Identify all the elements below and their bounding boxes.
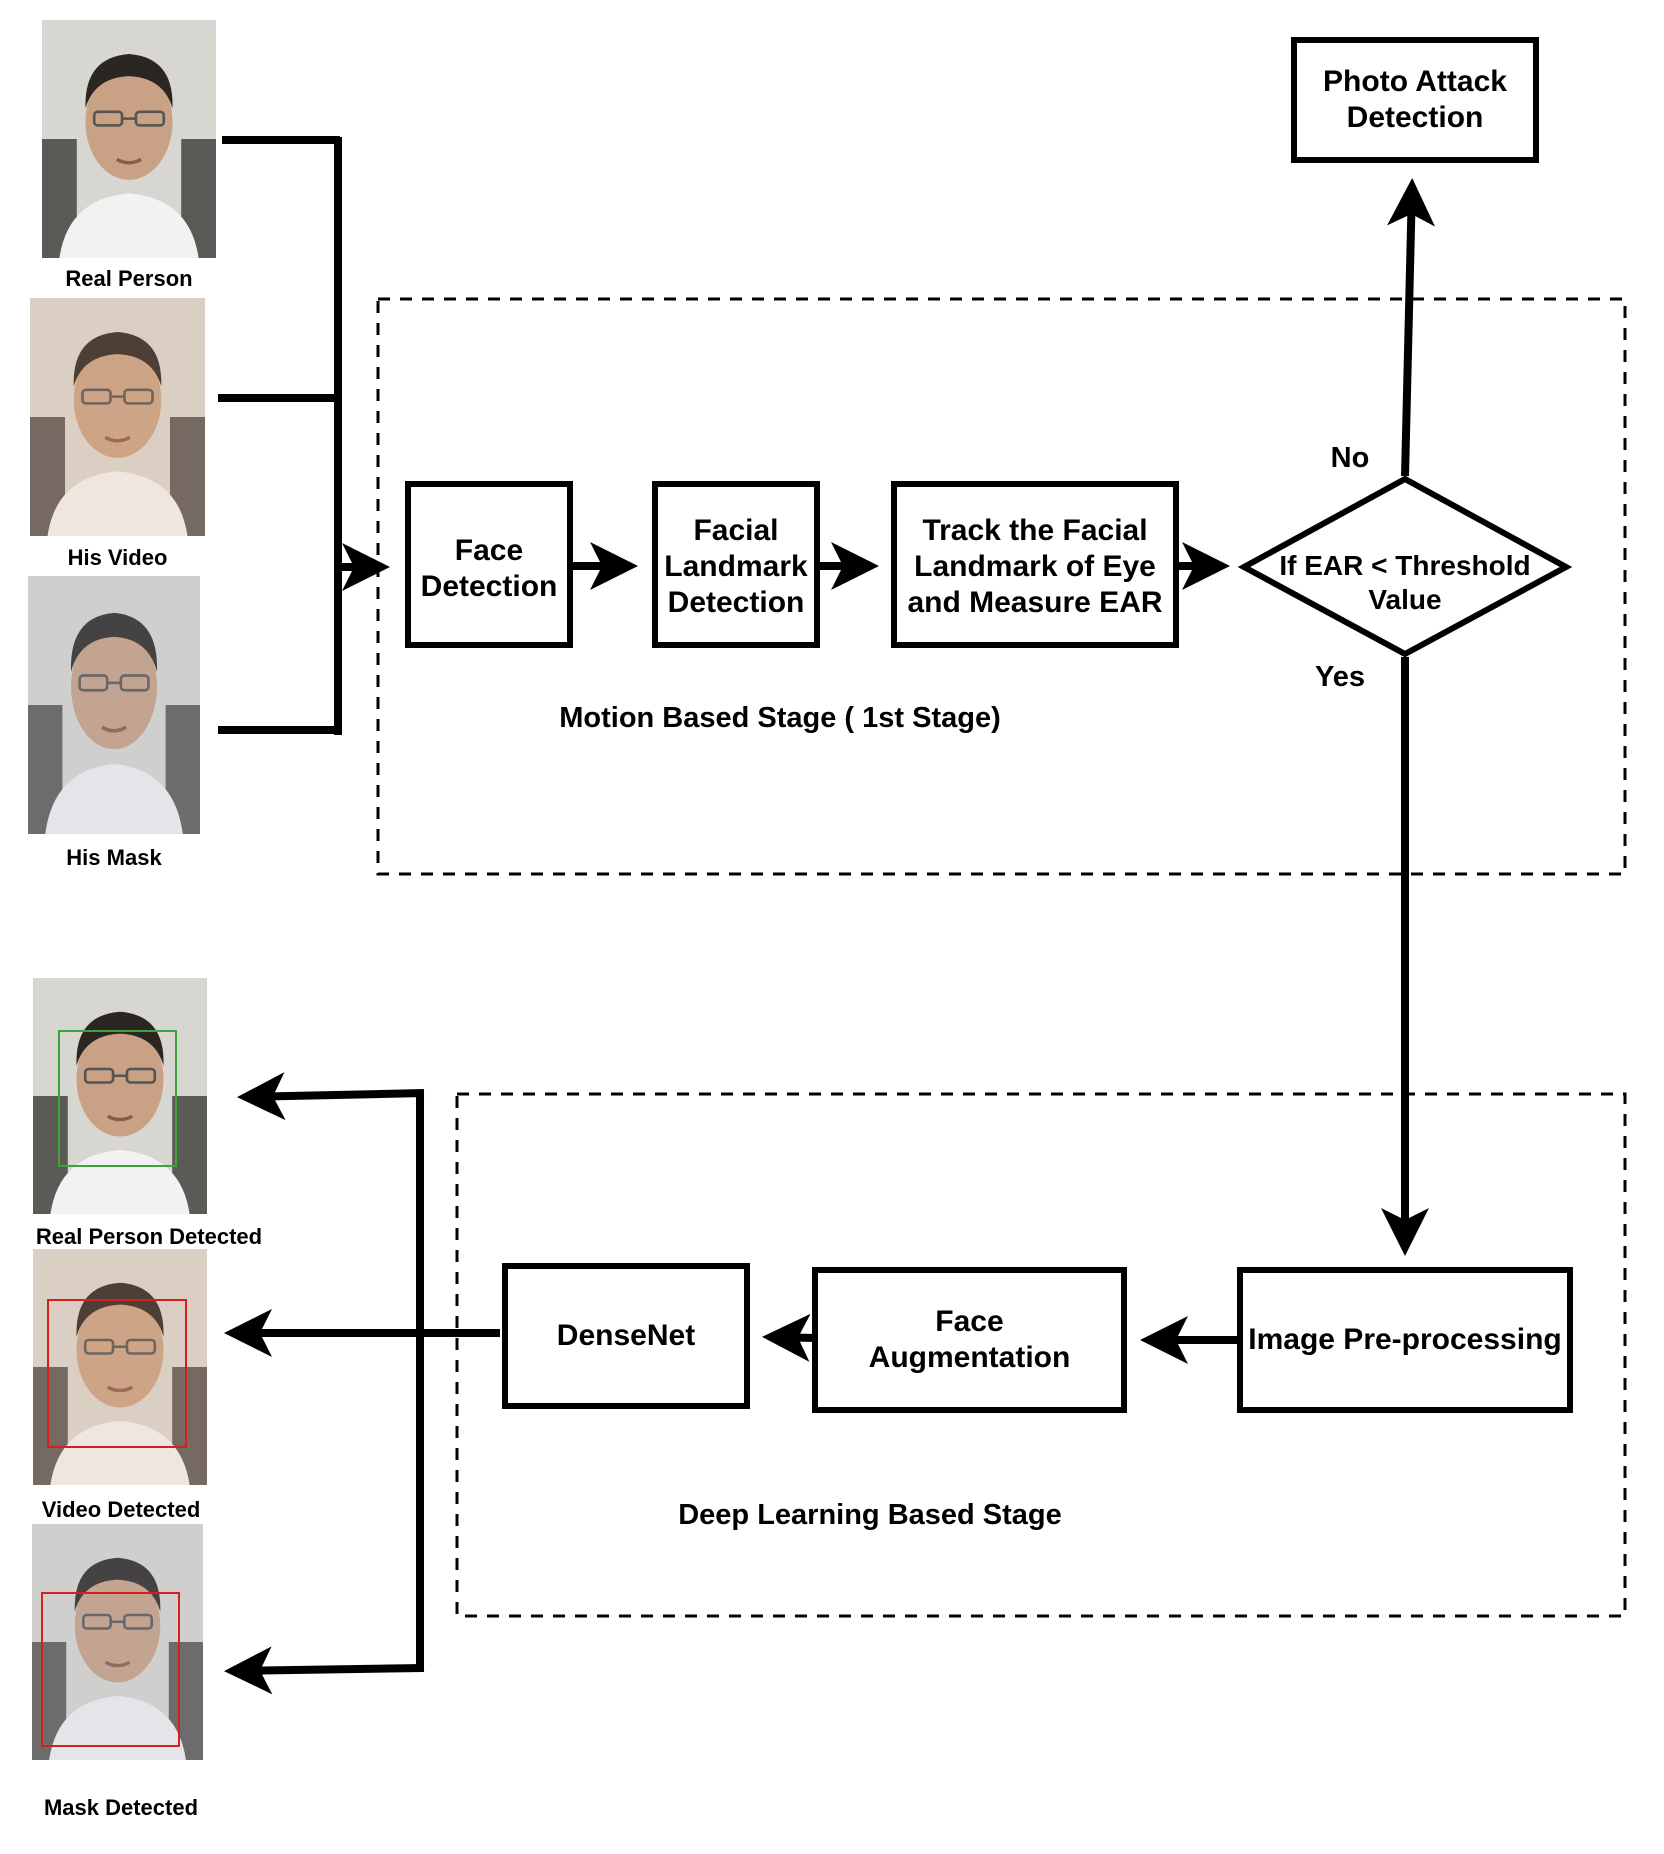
- augmentation-line-2: Augmentation: [868, 1341, 1071, 1374]
- input-photo-real-person: [42, 20, 216, 258]
- facial-landmark-line-2: Landmark: [664, 550, 808, 583]
- output-photo-video: [33, 1249, 207, 1485]
- ear-threshold-decision: [1237, 475, 1573, 658]
- arrow-no-to-photo-attack: [1387, 178, 1436, 477]
- facial-landmark-label: Facial Landmark Detection: [655, 513, 817, 621]
- input-bracket: [218, 136, 342, 735]
- preprocessing-label: Image Pre-processing: [1248, 1323, 1562, 1356]
- photo-attack-line-2: Detection: [1346, 101, 1484, 134]
- face-detection-label: Face Detection: [408, 533, 570, 605]
- densenet-label: DenseNet: [556, 1319, 696, 1352]
- decision-line-1: If EAR < Threshold: [1279, 550, 1531, 581]
- face-detection-line-2: Detection: [420, 570, 558, 603]
- caption-video-detected: Video Detected: [41, 1497, 201, 1522]
- stage2-title: Deep Learning Based Stage: [678, 1499, 1062, 1531]
- densenet-box: [502, 1263, 750, 1409]
- input-photo-his-video: [30, 298, 205, 536]
- output-photo-mask: [32, 1524, 203, 1760]
- photo-attack-line-1: Photo Attack: [1323, 65, 1507, 98]
- caption-his-mask: His Mask: [66, 845, 162, 870]
- output-routing: [224, 1072, 500, 1695]
- facial-landmark-line-1: Facial: [693, 514, 779, 547]
- stage1-container: [376, 297, 1627, 876]
- track-ear-box: [891, 481, 1179, 648]
- facial-landmark-line-3: Detection: [667, 586, 805, 619]
- photo-attack-box: [1291, 37, 1539, 163]
- decision-line-2: Value: [1368, 583, 1442, 615]
- stage1-title: Motion Based Stage ( 1st Stage): [559, 702, 1001, 734]
- track-ear-line-2: Landmark of Eye: [914, 550, 1156, 583]
- augmentation-label: Face Augmentation: [815, 1304, 1124, 1376]
- face-detection-line-1: Face: [454, 534, 524, 567]
- output-photo-real-person: [33, 978, 207, 1214]
- no-label: No: [1330, 442, 1370, 474]
- photo-attack-label: Photo Attack Detection: [1294, 64, 1536, 136]
- caption-his-video: His Video: [67, 545, 168, 570]
- caption-real-person-detected: Real Person Detected: [35, 1224, 263, 1249]
- input-photo-his-mask: [28, 576, 200, 834]
- augmentation-box: [812, 1267, 1127, 1413]
- track-ear-label: Track the Facial Landmark of Eye and Mea…: [894, 513, 1176, 621]
- caption-real-person: Real Person: [65, 266, 193, 291]
- stage2-container: [455, 1092, 1627, 1618]
- preprocessing-box: [1237, 1267, 1573, 1413]
- augmentation-line-1: Face: [935, 1305, 1004, 1338]
- caption-mask-detected: Mask Detected: [43, 1795, 199, 1820]
- yes-label: Yes: [1315, 661, 1365, 693]
- track-ear-line-3: and Measure EAR: [907, 586, 1163, 619]
- arrow-augmentation-to-densenet: [762, 1313, 816, 1362]
- decision-label: If EAR < Threshold Value: [1255, 549, 1555, 616]
- track-ear-line-1: Track the Facial: [922, 514, 1148, 547]
